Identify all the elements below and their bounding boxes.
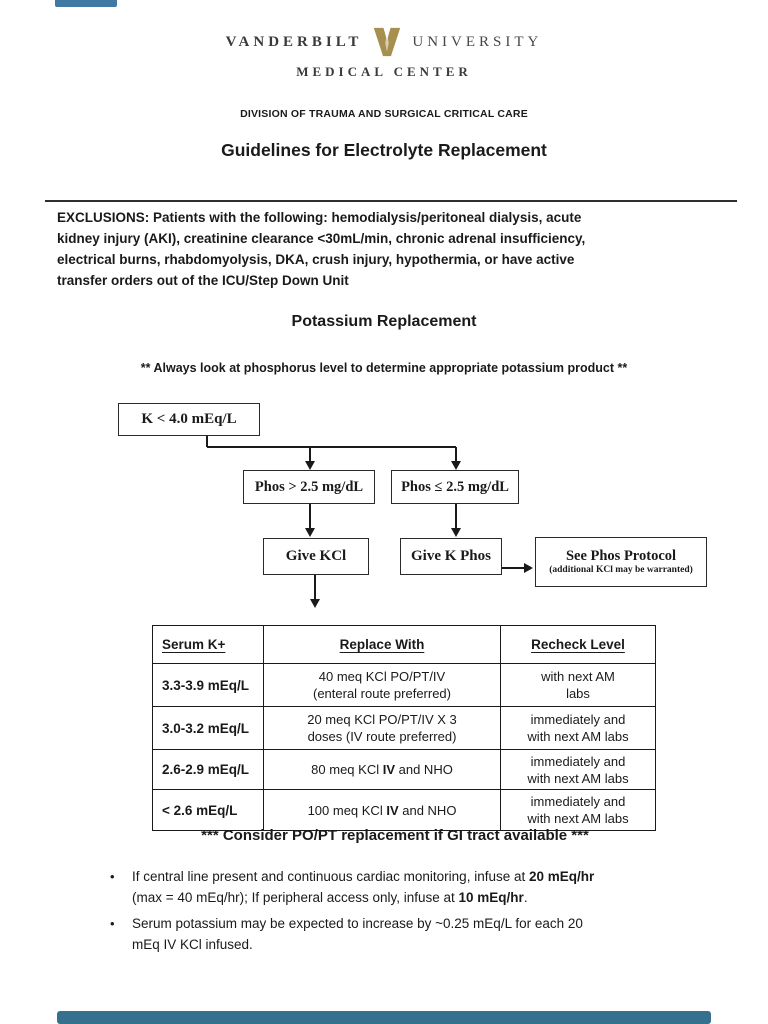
recheck-line: labs	[566, 686, 590, 701]
recheck-value: immediately and with next AM labs	[500, 706, 656, 750]
recheck-line: with next AM labs	[527, 811, 629, 826]
bullet-text-bold: 10 mEq/hr	[458, 890, 524, 905]
serum-k-value: 2.6-2.9 mEq/L	[152, 749, 264, 790]
serum-k-value: 3.0-3.2 mEq/L	[152, 706, 264, 750]
table-row: 3.3-3.9 mEq/L 40 meq KCl PO/PT/IV (enter…	[152, 663, 656, 707]
flowchart-box-k-low: K < 4.0 mEq/L	[118, 403, 260, 436]
recheck-value: with next AM labs	[500, 663, 656, 707]
bullet-text-part: mEq IV KCl infused.	[132, 937, 253, 952]
col-header-replace-with: Replace With	[263, 625, 501, 664]
replace-with-value: 80 meq KCl IV and NHO	[263, 749, 501, 790]
logo: VANDERBILT UNIVERSITY MEDICAL CENTER	[0, 26, 768, 80]
document-title: Guidelines for Electrolyte Replacement	[221, 140, 547, 160]
logo-word-vanderbilt: VANDERBILT	[225, 33, 363, 50]
col-header-serum-k: Serum K+	[152, 625, 264, 664]
flowchart-box-phos-high: Phos > 2.5 mg/dL	[243, 470, 375, 504]
notes-list: • If central line present and continuous…	[110, 866, 700, 960]
table-row: < 2.6 mEq/L 100 meq KCl IV and NHO immed…	[152, 789, 656, 831]
phosphorus-note: ** Always look at phosphorus level to de…	[140, 361, 628, 375]
logo-word-university: UNIVERSITY	[412, 33, 543, 50]
bullet-icon: •	[110, 916, 115, 931]
replacement-table: Serum K+ Replace With Recheck Level 3.3-…	[152, 625, 656, 831]
replace-line: 20 meq KCl PO/PT/IV X 3	[307, 712, 457, 727]
flowchart-box-give-kphos: Give K Phos	[400, 538, 502, 575]
horizontal-rule	[45, 200, 737, 202]
replace-line: (enteral route preferred)	[312, 686, 451, 701]
bullet-text: Serum potassium may be expected to incre…	[132, 913, 583, 955]
replace-text-bold: IV	[382, 762, 396, 777]
replace-text-bold: IV	[386, 802, 399, 818]
recheck-value: immediately and with next AM labs	[500, 749, 656, 790]
bullet-text-part: If central line present and continuous c…	[132, 869, 529, 884]
replace-line: doses (IV route preferred)	[307, 729, 457, 744]
vanderbilt-v-icon	[372, 26, 402, 58]
table-header-row: Serum K+ Replace With Recheck Level	[152, 625, 656, 664]
list-item: • Serum potassium may be expected to inc…	[110, 913, 700, 955]
recheck-line: immediately and	[530, 712, 626, 727]
flowchart-box-give-kcl: Give KCl	[263, 538, 369, 575]
replace-text: 100 meq KCl	[307, 802, 387, 818]
replace-text: and NHO	[398, 802, 457, 818]
see-phos-subtext: (additional KCl may be warranted)	[549, 565, 693, 575]
table-row: 3.0-3.2 mEq/L 20 meq KCl PO/PT/IV X 3 do…	[152, 706, 656, 750]
table-footnote: *** Consider PO/PT replacement if GI tra…	[201, 827, 589, 844]
exclusions-line: transfer orders out of the ICU/Step Down…	[57, 273, 349, 288]
exclusions-line: EXCLUSIONS: Patients with the following:…	[57, 210, 582, 225]
see-phos-title: See Phos Protocol	[565, 548, 677, 564]
recheck-value: immediately and with next AM labs	[500, 789, 656, 831]
replace-with-value: 20 meq KCl PO/PT/IV X 3 doses (IV route …	[263, 706, 501, 750]
recheck-line: immediately and	[530, 753, 626, 769]
col-header-recheck-level: Recheck Level	[500, 625, 656, 664]
top-accent-bar	[55, 0, 117, 7]
replace-with-value: 40 meq KCl PO/PT/IV (enteral route prefe…	[263, 663, 501, 707]
exclusions-line: electrical burns, rhabdomyolysis, DKA, c…	[57, 252, 575, 267]
replace-line: 40 meq KCl PO/PT/IV	[318, 669, 446, 684]
replace-text: and NHO	[395, 762, 453, 777]
exclusions-line: kidney injury (AKI), creatinine clearanc…	[57, 231, 586, 246]
bullet-text-part: .	[523, 890, 528, 905]
recheck-line: with next AM labs	[527, 729, 629, 744]
replace-with-value: 100 meq KCl IV and NHO	[263, 789, 501, 831]
serum-k-value: < 2.6 mEq/L	[152, 789, 264, 831]
horizontal-scrollbar[interactable]	[57, 1011, 711, 1024]
table-row: 2.6-2.9 mEq/L 80 meq KCl IV and NHO imme…	[152, 749, 656, 790]
bullet-text-part: (max = 40 mEq/hr); If peripheral access …	[132, 890, 459, 905]
bullet-text-part: Serum potassium may be expected to incre…	[132, 916, 583, 931]
bullet-text: If central line present and continuous c…	[132, 866, 594, 908]
flowchart-box-see-phos-protocol: See Phos Protocol (additional KCl may be…	[535, 537, 707, 587]
logo-medical-center: MEDICAL CENTER	[296, 64, 472, 79]
recheck-line: with next AM	[541, 669, 615, 684]
section-heading: Potassium Replacement	[291, 313, 477, 330]
flowchart-box-phos-low: Phos ≤ 2.5 mg/dL	[391, 470, 519, 504]
potassium-flowchart: K < 4.0 mEq/L Phos > 2.5 mg/dL Phos ≤ 2.…	[0, 398, 768, 620]
bullet-text-bold: 20 mEq/hr	[528, 869, 595, 884]
bullet-icon: •	[110, 869, 115, 884]
list-item: • If central line present and continuous…	[110, 866, 700, 908]
division-line: DIVISION OF TRAUMA AND SURGICAL CRITICAL…	[240, 108, 528, 120]
recheck-line: with next AM labs	[527, 770, 629, 786]
serum-k-value: 3.3-3.9 mEq/L	[152, 663, 264, 707]
exclusions-paragraph: EXCLUSIONS: Patients with the following:…	[57, 207, 657, 291]
recheck-line: immediately and	[530, 794, 626, 809]
replace-text: 80 meq KCl	[311, 762, 383, 777]
